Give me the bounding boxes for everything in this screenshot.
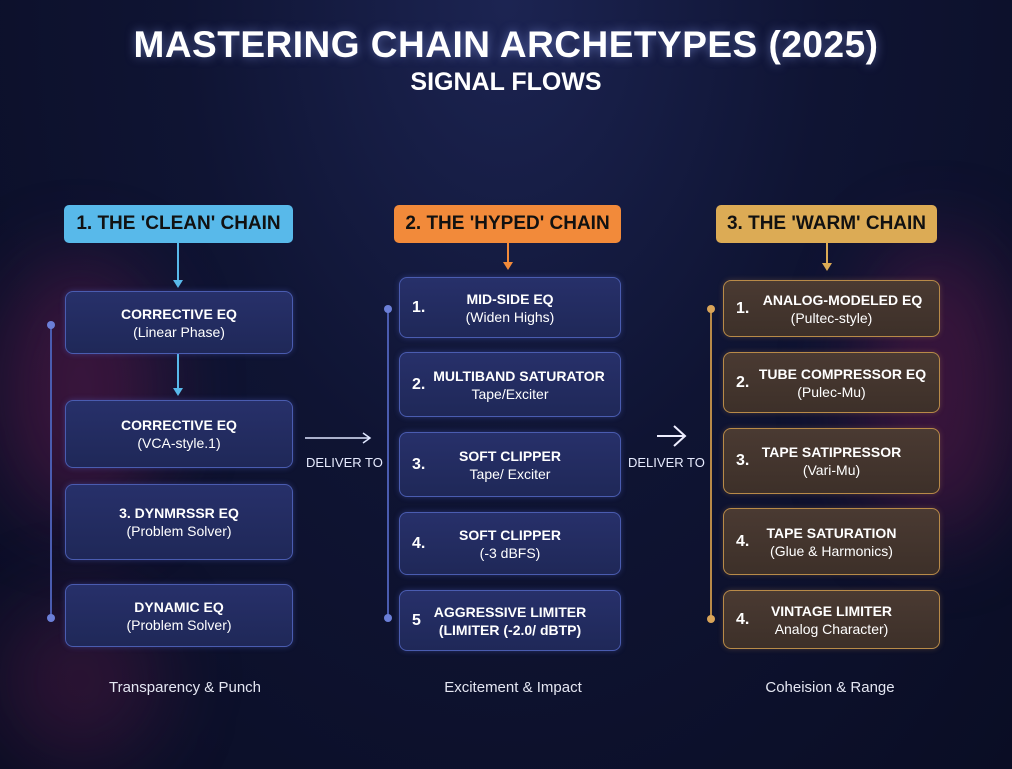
step-subtitle: (Pultec-style) (790, 309, 873, 326)
step-title: TUBE COMPRESSOR EQ (758, 365, 927, 382)
step-title: 3. DYNMRSSR EQ (119, 505, 239, 521)
chain-step: CORRECTIVE EQ(Linear Phase) (65, 291, 293, 354)
arrow-down-icon (173, 280, 183, 288)
chain-step: DYNAMIC EQ(Problem Solver) (65, 584, 293, 647)
step-number: 1. (412, 298, 426, 316)
step-number: 4. (412, 534, 426, 552)
chain-step: 3. DYNMRSSR EQ (Problem Solver) (65, 484, 293, 560)
step-number: 4. (736, 532, 750, 550)
step-subtitle: Tape/ Exciter (469, 465, 551, 482)
step-title: CORRECTIVE EQ (121, 305, 237, 322)
chain-bracket-line (387, 308, 389, 618)
step-subtitle: (Vari-Mu) (802, 462, 861, 478)
step-title: SOFT CLIPPER (459, 526, 561, 543)
bracket-dot (47, 321, 55, 329)
step-title: MID-SIDE EQ (466, 290, 554, 307)
deliver-to-label: DELIVER TO (628, 455, 705, 470)
clean-chain-header: 1. THE 'CLEAN' CHAIN (64, 205, 293, 243)
arrow-down-icon (503, 262, 513, 270)
hyped-chain-footer: Excitement & Impact (444, 679, 582, 696)
arrow-right-icon (305, 432, 372, 444)
step-subtitle: (-3 dBFS) (479, 544, 541, 561)
flow-connector (177, 354, 179, 390)
chain-step: 4. TAPE SATURATION(Glue & Harmonics) (723, 508, 940, 575)
step-number: 3. (412, 455, 426, 473)
page-subtitle: SIGNAL FLOWS (410, 68, 602, 96)
step-subtitle: (Problem Solver) (126, 616, 232, 633)
step-number: 2. (412, 375, 426, 393)
flow-connector (177, 243, 179, 281)
clean-chain-footer: Transparency & Punch (108, 679, 262, 696)
step-number: 2. (736, 373, 750, 391)
deliver-to-label: DELIVER TO (306, 455, 383, 470)
chain-bracket-line (710, 309, 712, 619)
bracket-dot (384, 614, 392, 622)
chain-step: 5 AGGRESSIVE LIMITER(LIMITER (-2.0/ dBTP) (399, 590, 621, 651)
arrow-down-icon (822, 263, 832, 271)
bracket-dot (384, 305, 392, 313)
chain-step: 1. ANALOG-MODELED EQ(Pultec-style) (723, 280, 940, 337)
step-title: VINTAGE LIMITER (770, 602, 893, 619)
step-title: TAPE SATIPRESSOR (761, 444, 902, 460)
step-title: SOFT CLIPPER (459, 447, 561, 464)
step-title: TAPE SATURATION (766, 524, 897, 541)
chain-step: 4. SOFT CLIPPER(-3 dBFS) (399, 512, 621, 575)
step-number: 1. (736, 299, 750, 317)
arrow-down-icon (173, 388, 183, 396)
step-subtitle: (Problem Solver) (126, 523, 232, 539)
step-subtitle: Tape/Exciter (471, 385, 549, 402)
step-title: ANALOG-MODELED EQ (762, 291, 923, 308)
step-title: MULTIBAND SATURATOR (433, 367, 605, 384)
step-subtitle: (Linear Phase) (133, 323, 225, 340)
step-subtitle: (Glue & Harmonics) (770, 542, 893, 559)
step-number: 4. (736, 610, 750, 628)
page-title: MASTERING CHAIN ARCHETYPES (2025) (133, 24, 879, 65)
bracket-dot (707, 305, 715, 313)
step-title: AGGRESSIVE LIMITER (433, 603, 587, 620)
chain-step: CORRECTIVE EQ (VCA-style.1) (65, 400, 293, 468)
warm-chain-footer: Coheision & Range (765, 679, 895, 696)
chain-step: 2. TUBE COMPRESSOR EQ(Pulec-Mu) (723, 352, 940, 413)
chain-step: 3. TAPE SATIPRESSOR (Vari-Mu) (723, 428, 940, 494)
hyped-chain-header: 2. THE 'HYPED' CHAIN (394, 205, 621, 243)
flow-connector (826, 243, 828, 264)
chain-bracket-line (50, 324, 52, 617)
step-subtitle: (LIMITER (-2.0/ dBTP) (438, 621, 582, 638)
step-subtitle: (Pulec-Mu) (797, 383, 866, 400)
bracket-dot (47, 614, 55, 622)
warm-chain-header: 3. THE 'WARM' CHAIN (716, 205, 937, 243)
chain-step: 1. MID-SIDE EQ(Widen Highs) (399, 277, 621, 338)
step-title: DYNAMIC EQ (134, 598, 224, 615)
step-number: 5 (412, 611, 421, 629)
bracket-dot (707, 615, 715, 623)
step-title: CORRECTIVE EQ (121, 417, 237, 433)
step-subtitle: (Widen Highs) (465, 308, 555, 325)
flow-connector (507, 243, 509, 263)
step-number: 3. (736, 452, 750, 469)
step-subtitle: (VCA-style.1) (137, 435, 221, 451)
step-subtitle: Analog Character) (774, 620, 889, 637)
arrow-right-icon (657, 425, 687, 447)
